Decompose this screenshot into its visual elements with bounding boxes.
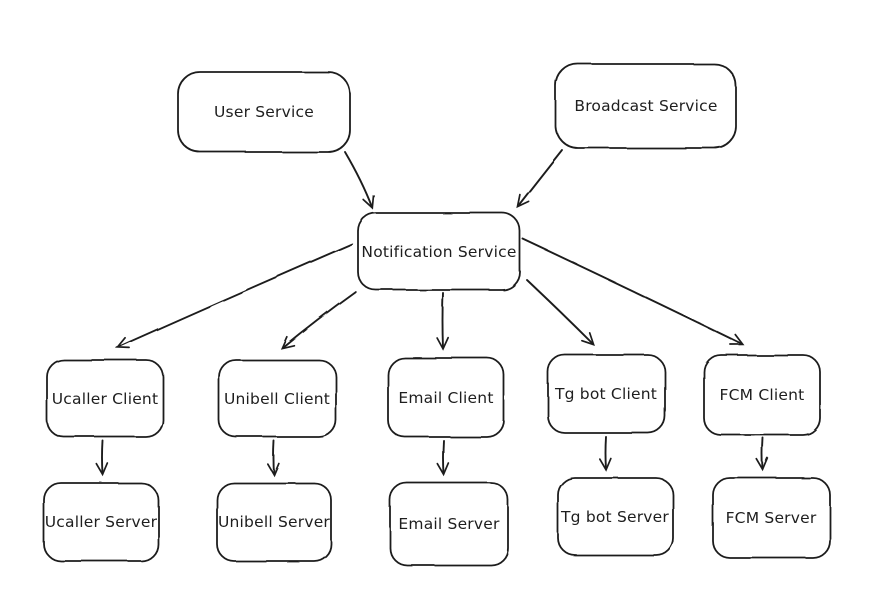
node-box-email-client	[387, 357, 505, 438]
node-label-user-service: User Service	[214, 103, 314, 121]
edge-email-client-to-email-server	[437, 440, 450, 477]
node-box-user-service	[177, 71, 351, 153]
edge-fcm-client-to-fcm-server	[755, 437, 769, 472]
edge-ucaller-client-to-ucaller-server	[96, 440, 109, 477]
node-label-notification-service: Notification Service	[361, 243, 516, 261]
node-label-fcm-client: FCM Client	[720, 386, 805, 404]
node-box-tg-bot-client	[547, 354, 666, 434]
edge-unibell-client-to-unibell-server	[267, 440, 280, 477]
node-box-tg-bot-server	[557, 477, 674, 556]
node-label-unibell-server: Unibell Server	[218, 513, 330, 531]
node-label-email-server: Email Server	[398, 515, 500, 533]
edge-notification-service-to-ucaller-client	[115, 243, 353, 349]
node-box-ucaller-client	[46, 359, 164, 438]
node-label-email-client: Email Client	[398, 389, 493, 407]
node-label-broadcast-service: Broadcast Service	[574, 97, 717, 115]
node-label-ucaller-client: Ucaller Client	[52, 390, 159, 408]
node-box-unibell-server	[216, 482, 332, 562]
node-box-unibell-client	[218, 359, 337, 438]
node-box-notification-service	[357, 212, 521, 291]
node-label-fcm-server: FCM Server	[726, 509, 817, 527]
node-box-ucaller-server	[43, 482, 159, 562]
edge-user-service-to-notification-service	[344, 151, 375, 210]
edge-notification-service-to-unibell-client	[280, 291, 357, 350]
node-label-tg-bot-server: Tg bot Server	[560, 508, 669, 526]
node-box-fcm-client	[703, 354, 821, 436]
edge-notification-service-to-fcm-client	[522, 238, 745, 346]
node-label-unibell-client: Unibell Client	[224, 390, 330, 408]
edge-notification-service-to-email-client	[436, 292, 450, 351]
edge-tg-bot-client-to-tg-bot-server	[599, 436, 612, 472]
node-box-broadcast-service	[555, 63, 737, 149]
edge-broadcast-service-to-notification-service	[516, 149, 563, 209]
node-box-email-server	[389, 482, 509, 566]
node-label-tg-bot-client: Tg bot Client	[554, 385, 657, 403]
edge-notification-service-to-tg-bot-client	[526, 279, 595, 346]
node-label-ucaller-server: Ucaller Server	[45, 513, 158, 531]
node-box-fcm-server	[712, 477, 831, 559]
